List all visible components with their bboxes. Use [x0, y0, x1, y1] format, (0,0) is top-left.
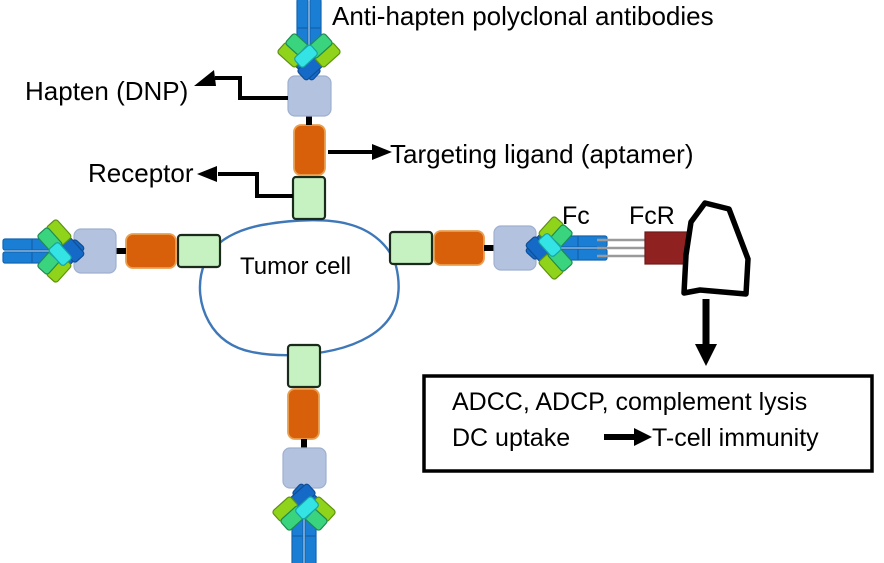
outcome-effector-mechanisms: ADCC, ADCP, complement lysis [452, 388, 808, 416]
hapten-label: Hapten (DNP) [25, 76, 189, 106]
effector-immune-cell [681, 200, 751, 297]
targeting-ligand-label: Targeting ligand (aptamer) [390, 139, 694, 169]
anti-hapten-antibody [271, 480, 337, 563]
targeting-ligand-aptamer [287, 388, 320, 440]
tumor-cell-membrane [198, 219, 400, 357]
tumor-receptor [388, 230, 434, 266]
hapten-callout-arrow [194, 70, 288, 100]
tumor-receptor [176, 233, 222, 269]
outcome-dc-uptake: DC uptake [452, 424, 571, 452]
dc-uptake-to-tcell-arrow [604, 428, 652, 446]
tumor-cell-label: Tumor cell [240, 253, 352, 280]
anti-hapten-antibody [2, 218, 88, 284]
fc-fcr-connector [597, 238, 647, 258]
effector-to-outcome-arrow [695, 299, 717, 366]
targeting-ligand-callout-arrow [328, 144, 392, 160]
tumor-receptor [291, 175, 327, 221]
page-title: Anti-hapten polyclonal antibodies [332, 1, 714, 31]
outcome-tcell-immunity: T-cell immunity [652, 424, 819, 452]
outcome-box [422, 374, 874, 473]
hapten-dnp-square [287, 75, 332, 117]
receptor-label: Receptor [88, 158, 194, 188]
receptor-callout-arrow [197, 166, 293, 198]
tumor-receptor [286, 343, 322, 389]
fc-label: Fc [562, 202, 590, 230]
targeting-ligand-aptamer [293, 124, 326, 176]
fcr-label: FcR [629, 202, 675, 230]
hapten-dnp-square [282, 447, 327, 489]
targeting-ligand-aptamer [125, 233, 177, 269]
targeting-ligand-aptamer [433, 230, 485, 266]
